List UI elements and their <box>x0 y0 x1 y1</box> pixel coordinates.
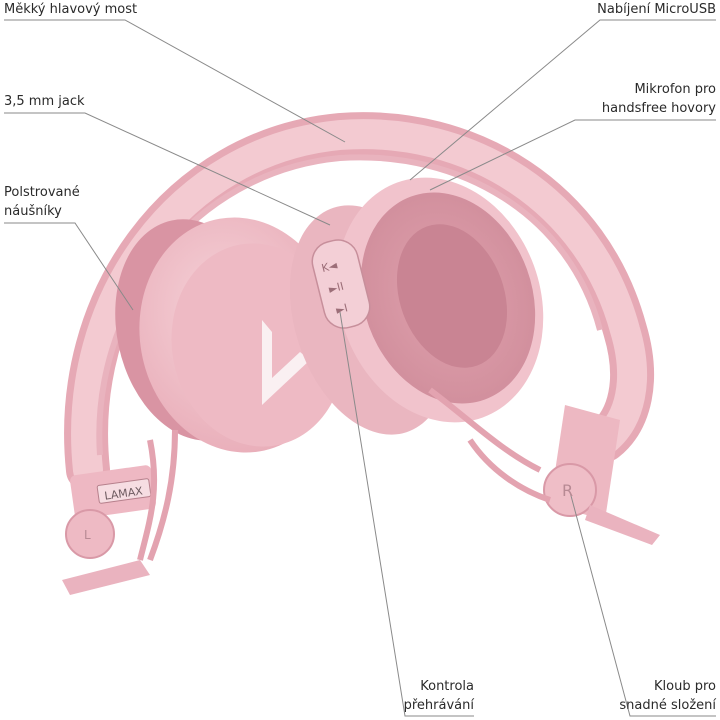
right-marker: R <box>562 481 573 500</box>
svg-text:►II: ►II <box>327 280 345 296</box>
left-hinge <box>62 429 178 595</box>
callout-ear-pads-line-2: náušníky <box>4 204 62 219</box>
callout-jack: 3,5 mm jack <box>4 92 85 111</box>
svg-text:K◄: K◄ <box>320 258 339 275</box>
callout-microphone: Mikrofon pro handsfree hovory <box>602 80 716 118</box>
lamax-chevron-logo <box>262 320 310 405</box>
callout-jack-text: 3,5 mm jack <box>4 94 85 109</box>
right-hinge <box>428 387 660 545</box>
callout-headband-text: Měkký hlavový most <box>4 2 138 17</box>
callout-microphone-line-2: handsfree hovory <box>601 101 716 116</box>
right-ear-cup: K◄ ►II ►I <box>289 177 544 435</box>
callout-hinge-line-2: snadné složení <box>619 698 716 713</box>
callout-hinge-line-1: Kloub pro <box>654 679 716 694</box>
callout-controls: Kontrola přehrávání <box>404 677 474 715</box>
callout-ear-pads: Polstrované náušníky <box>4 183 80 221</box>
svg-text:►I: ►I <box>335 301 350 316</box>
callout-controls-line-1: Kontrola <box>420 679 474 694</box>
callout-hinge: Kloub pro snadné složení <box>619 677 716 715</box>
callout-lines <box>4 19 716 717</box>
callout-headband: Měkký hlavový most <box>4 0 137 19</box>
callout-controls-line-2: přehrávání <box>403 698 474 713</box>
left-marker: L <box>84 528 91 542</box>
left-ear-cup <box>115 217 345 453</box>
callout-microphone-line-1: Mikrofon pro <box>634 82 716 97</box>
playback-controls: K◄ ►II ►I <box>311 239 371 329</box>
callout-usb-text: Nabíjení MicroUSB <box>597 2 716 17</box>
brand-mark: LAMAX <box>104 484 144 502</box>
callout-ear-pads-line-1: Polstrované <box>4 185 80 200</box>
callout-usb: Nabíjení MicroUSB <box>597 0 716 19</box>
